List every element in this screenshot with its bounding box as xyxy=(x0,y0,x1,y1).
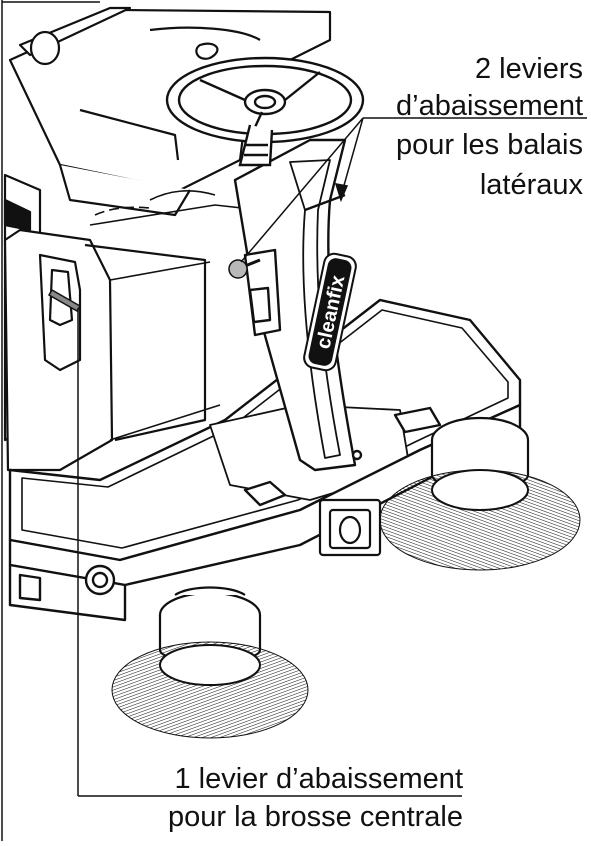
side-brush-lever-knob xyxy=(228,258,261,279)
main-brush-lever xyxy=(47,288,82,313)
steering-wheel xyxy=(165,56,365,167)
main-brush-leader xyxy=(77,308,462,797)
cleanfix-badge: cleanfix xyxy=(303,252,357,372)
side-brush-label-line-3: pour les balais xyxy=(396,129,583,161)
machine-bumper xyxy=(8,403,522,622)
machine-cabinet xyxy=(89,190,261,441)
main-brush-label-line-1: 1 levier d’abaissement xyxy=(174,763,463,795)
side-brush-label-line-1: 2 leviers xyxy=(475,53,583,85)
front-access-panel xyxy=(318,498,382,557)
main-brush-label-line-2: pour la brosse centrale xyxy=(168,801,463,833)
side-brush-leader xyxy=(240,117,587,263)
machine-body-left xyxy=(3,173,207,472)
side-brush-label-line-2: d’abaissement xyxy=(396,90,583,122)
side-brush-label-line-4: latéraux xyxy=(479,169,583,201)
